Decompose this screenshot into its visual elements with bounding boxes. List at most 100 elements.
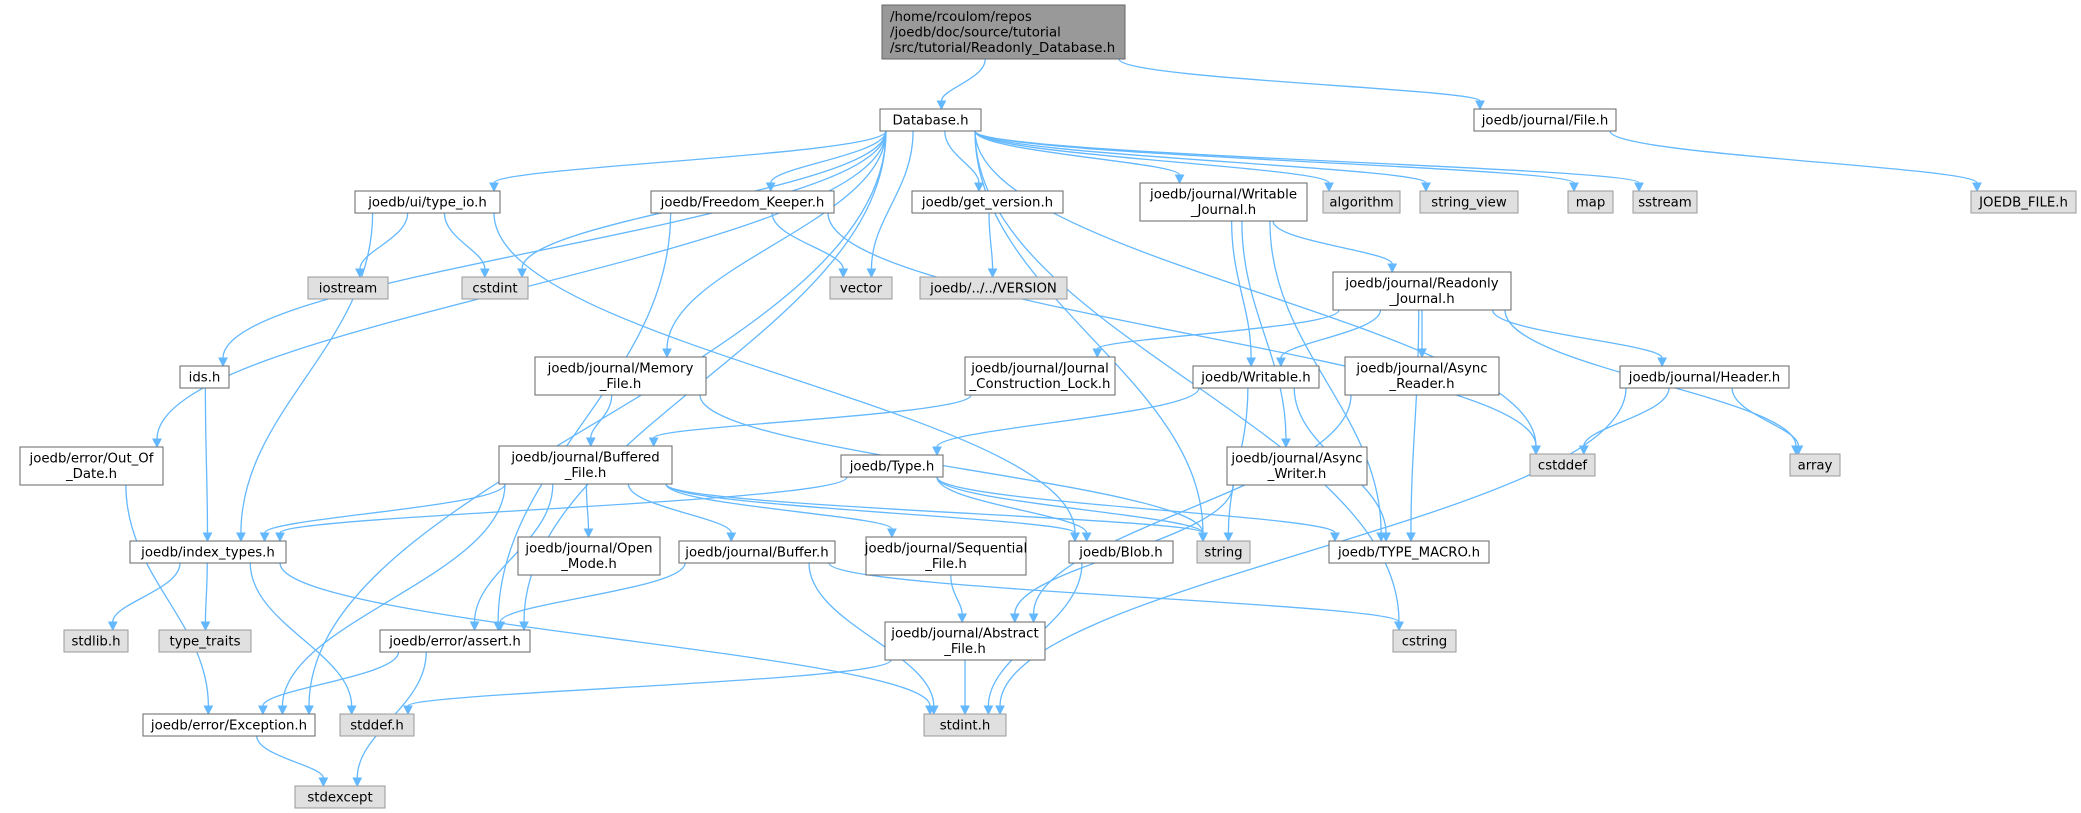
node-type-io[interactable]: joedb/ui/type_io.h	[354, 190, 501, 214]
node-box	[179, 365, 230, 389]
node-box	[650, 190, 835, 214]
edge-index-types-to-stdlib	[112, 562, 181, 623]
edge-arrowhead	[1223, 532, 1234, 543]
edge-buffered-file-to-exception	[281, 483, 506, 707]
node-ids[interactable]: ids.h	[179, 365, 230, 389]
node-index-types[interactable]: joedb/index_types.h	[129, 540, 287, 564]
node-label: _File.h	[924, 557, 967, 572]
node-box	[129, 540, 287, 564]
node-label: type_traits	[169, 634, 240, 649]
node-box	[461, 276, 529, 300]
node-box	[142, 713, 316, 737]
edge-arrowhead	[1421, 182, 1431, 193]
node-construction-lock[interactable]: joedb/journal/Journal_Construction_Lock.…	[964, 356, 1116, 396]
node-open-mode[interactable]: joedb/journal/Open_Mode.h	[517, 536, 661, 576]
edge-arrowhead	[1070, 532, 1080, 543]
edge-arrowhead	[1657, 357, 1668, 368]
edge-buffered-file-to-blob	[665, 483, 1076, 534]
node-type-macro[interactable]: joedb/TYPE_MACRO.h	[1328, 540, 1490, 564]
edge-arrowhead	[974, 182, 984, 193]
edge-freedom-keeper-to-assert	[497, 212, 672, 623]
node-readonly-journal[interactable]: joedb/journal/Readonly_Journal.h	[1332, 271, 1512, 311]
edge-buffer-to-cstring	[828, 562, 1400, 623]
node-type[interactable]: joedb/Type.h	[840, 454, 944, 478]
node-box	[1226, 446, 1368, 486]
node-root[interactable]: /home/rcoulom/repos/joedb/doc/source/tut…	[881, 4, 1126, 60]
edge-database-to-writable-journal	[974, 130, 1181, 176]
node-get-version[interactable]: joedb/get_version.h	[911, 190, 1064, 214]
node-box	[1139, 182, 1308, 222]
node-box	[1789, 453, 1841, 477]
node-blob[interactable]: joedb/Blob.h	[1068, 540, 1174, 564]
edge-readonly-journal-to-type-macro	[1410, 309, 1420, 534]
edge-exception-to-stdexcept	[256, 735, 324, 779]
edge-async-reader-to-abstract-file	[1032, 394, 1352, 615]
node-journal-file[interactable]: joedb/journal/File.h	[1473, 108, 1617, 132]
node-freedom-keeper[interactable]: joedb/Freedom_Keeper.h	[650, 190, 835, 214]
edge-arrowhead	[203, 705, 214, 716]
edge-arrowhead	[887, 528, 897, 539]
node-box	[294, 785, 386, 809]
node-box	[1632, 190, 1698, 214]
edge-database-to-sstream	[974, 130, 1640, 184]
node-header[interactable]: joedb/journal/Header.h	[1619, 365, 1790, 389]
edge-arrowhead	[469, 621, 480, 632]
edge-readonly-journal-to-header	[1491, 309, 1663, 359]
node-abstract-file[interactable]: joedb/journal/Abstract_File.h	[884, 621, 1046, 661]
node-async-reader[interactable]: joedb/journal/Async_Reader.h	[1344, 356, 1500, 396]
edge-arrowhead	[1387, 263, 1398, 274]
node-label: _File.h	[943, 642, 986, 657]
edge-arrowhead	[152, 438, 162, 449]
node-box	[307, 276, 389, 300]
edge-database-to-get-version	[944, 130, 980, 184]
node-cstring: cstring	[1392, 629, 1457, 653]
node-exception[interactable]: joedb/error/Exception.h	[142, 713, 316, 737]
edge-sequential-file-to-abstract-file	[950, 574, 963, 615]
node-array: array	[1789, 453, 1841, 477]
node-label: _Journal.h	[1190, 203, 1256, 218]
node-box	[1322, 190, 1401, 214]
node-label: joedb/journal/Memory	[547, 362, 694, 377]
node-label: ids.h	[189, 370, 221, 385]
node-label: joedb/get_version.h	[921, 195, 1053, 210]
node-label: stddef.h	[350, 718, 404, 733]
node-stddef: stddef.h	[339, 713, 415, 737]
edge-database-to-cstddef	[974, 130, 1537, 447]
node-assert[interactable]: joedb/error/assert.h	[379, 629, 531, 653]
node-box	[1344, 356, 1500, 396]
edge-get-version-to-version	[988, 212, 994, 270]
node-writable[interactable]: joedb/Writable.h	[1192, 365, 1320, 389]
edge-arrowhead	[585, 437, 596, 448]
node-sstream: sstream	[1632, 190, 1698, 214]
edge-arrowhead	[346, 705, 357, 716]
edge-arrowhead	[1634, 182, 1644, 193]
edge-header-to-cstddef	[1583, 387, 1670, 447]
node-sequential-file[interactable]: joedb/journal/Sequential_File.h	[864, 536, 1027, 576]
edge-arrowhead	[236, 532, 246, 543]
edge-buffered-file-to-sequential-file	[665, 483, 893, 530]
edge-journal-file-to-joedb-file	[1609, 130, 1978, 184]
edge-writable-journal-to-async-writer	[1241, 220, 1287, 440]
edge-arrowhead	[1475, 100, 1485, 111]
node-label: joedb/journal/Buffer.h	[684, 545, 828, 560]
node-out-of-date[interactable]: joedb/error/Out_Of_Date.h	[19, 446, 164, 486]
node-label: _Reader.h	[1388, 377, 1454, 392]
node-buffer[interactable]: joedb/journal/Buffer.h	[678, 540, 836, 564]
node-writable-journal[interactable]: joedb/journal/Writable_Journal.h	[1139, 182, 1308, 222]
node-box	[911, 190, 1064, 214]
node-label: joedb/ui/type_io.h	[367, 195, 487, 210]
node-database[interactable]: Database.h	[879, 108, 982, 132]
node-label: vector	[840, 281, 883, 296]
node-memory-file[interactable]: joedb/journal/Memory_File.h	[534, 356, 707, 396]
edge-ids-to-index-types	[204, 387, 209, 534]
edge-header-to-array	[1731, 387, 1800, 447]
edge-arrowhead	[1081, 532, 1092, 543]
node-label: map	[1576, 195, 1606, 210]
node-buffered-file[interactable]: joedb/journal/Buffered_File.h	[498, 445, 673, 485]
node-label: joedb/error/Out_Of	[29, 452, 154, 467]
node-label: sstream	[1638, 195, 1692, 210]
edge-arrowhead	[960, 705, 970, 716]
edge-type-io-to-index-types	[240, 212, 374, 534]
edge-arrowhead	[648, 437, 659, 448]
node-async-writer[interactable]: joedb/journal/Async_Writer.h	[1226, 446, 1368, 486]
